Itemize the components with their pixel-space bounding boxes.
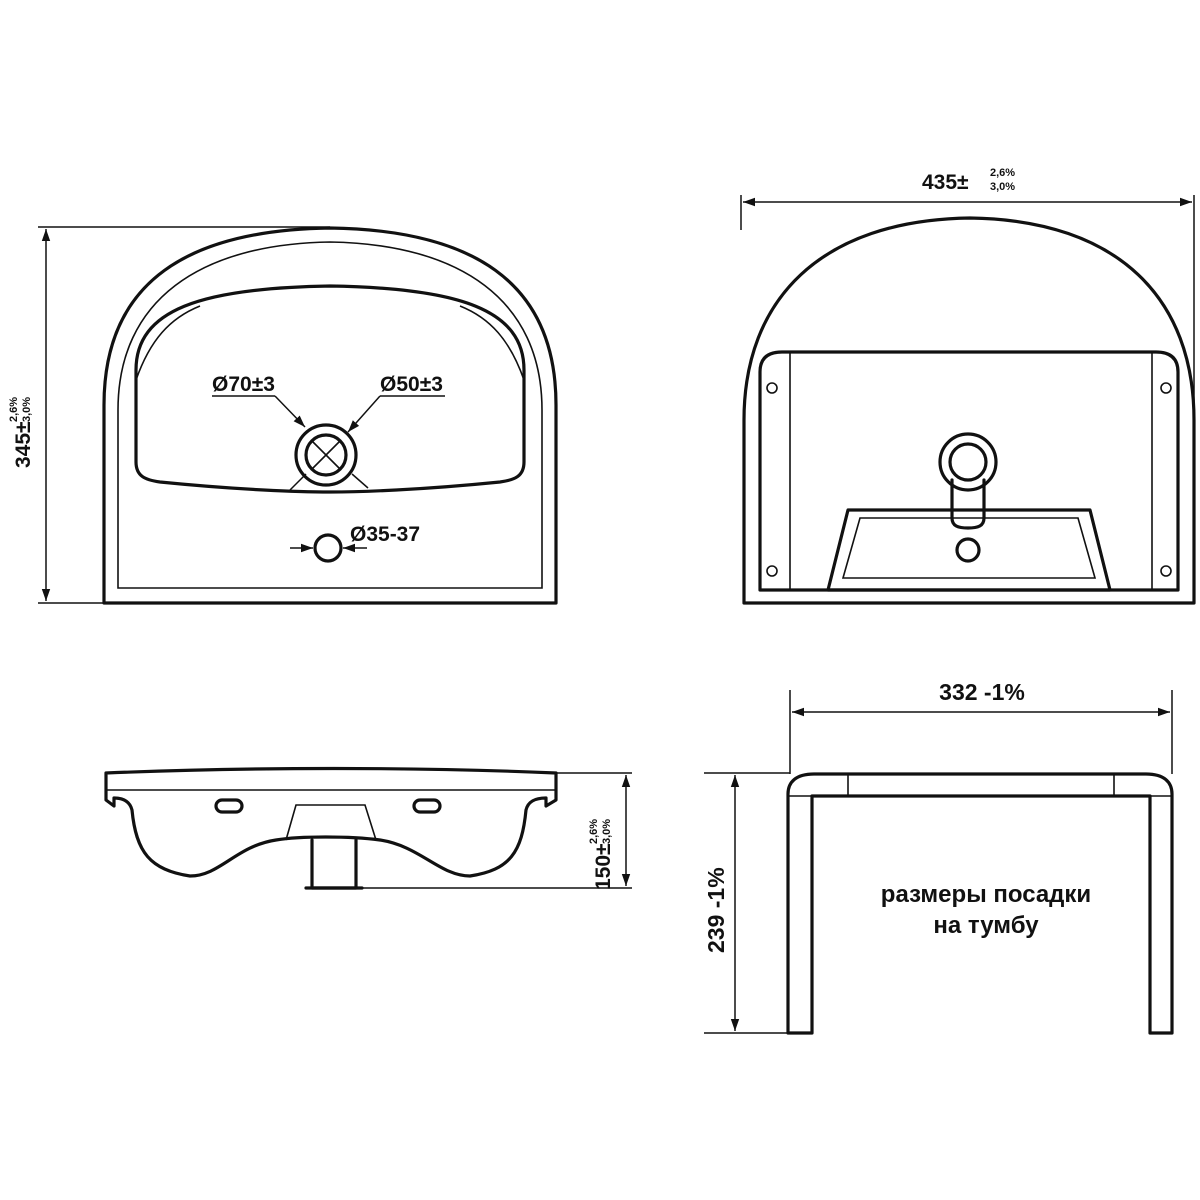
height-dimension-label: 150± 2,6% 3,0%	[588, 819, 615, 890]
width-dimension-label: 435± 2,6% 3,0%	[922, 167, 1015, 194]
overflow-hole	[313, 533, 343, 563]
note-line-2: на тумбу	[933, 912, 1039, 939]
svg-text:3,0%: 3,0%	[601, 819, 613, 844]
drain-hole-inner	[304, 433, 348, 477]
svg-text:3,0%: 3,0%	[990, 181, 1015, 193]
drain-hole-outer	[294, 423, 358, 487]
cabinet-depth-label: 239 -1%	[703, 867, 729, 953]
bottom-view: 435± 2,6% 3,0%	[740, 167, 1196, 605]
svg-text:2,6%: 2,6%	[990, 167, 1015, 179]
side-view: 150± 2,6% 3,0%	[104, 766, 632, 890]
note-line-1: размеры посадки	[881, 881, 1091, 908]
svg-text:435±: 435±	[922, 171, 969, 194]
depth-dimension-label: 345± 2,6% 3,0%	[8, 397, 35, 468]
cabinet-fit-view: 332 -1% 239 -1% размеры посадки на тумбу	[703, 679, 1174, 1035]
hole-35-label: Ø35-37	[350, 523, 420, 546]
svg-text:345±: 345±	[12, 421, 35, 468]
svg-text:3,0%: 3,0%	[21, 397, 33, 422]
top-view: Ø70±3 Ø50±3 Ø35-37 345± 2,6% 3,0%	[8, 226, 558, 605]
svg-text:150±: 150±	[592, 843, 615, 890]
svg-text:2,6%: 2,6%	[8, 397, 20, 422]
svg-text:2,6%: 2,6%	[588, 819, 600, 844]
hole-50-label: Ø50±3	[380, 373, 443, 396]
hole-70-label: Ø70±3	[212, 373, 275, 396]
cabinet-width-label: 332 -1%	[939, 679, 1025, 705]
